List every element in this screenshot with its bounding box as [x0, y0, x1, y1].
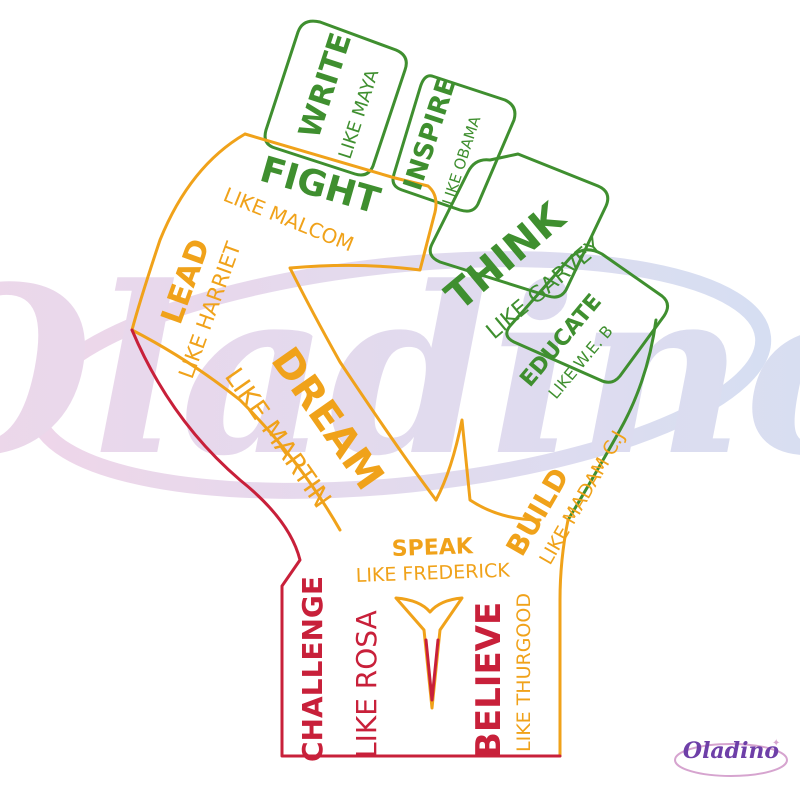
- wrist-v-inner: [424, 638, 440, 702]
- thumb-outline: [288, 176, 438, 502]
- finger-write-outline: [263, 19, 408, 177]
- finger-educate-outline: [505, 248, 669, 384]
- word-group-write: WRITE LIKE MAYA: [292, 29, 383, 162]
- word-challenge: CHALLENGE: [296, 576, 329, 762]
- word-group-inspire: INSPIRE LIKE OBAMA: [398, 74, 484, 207]
- wrist-v-outline: [394, 596, 464, 710]
- palm-left-outline: [130, 132, 397, 532]
- word-group-challenge: CHALLENGE LIKE ROSA: [296, 576, 383, 762]
- finger-think-outline: [428, 152, 610, 299]
- wrist-left-outline: [130, 328, 562, 758]
- word-believe: BELIEVE: [469, 602, 509, 758]
- word-challenge-like: LIKE ROSA: [350, 610, 383, 758]
- logo-swoosh: [674, 743, 788, 777]
- logo-text: Oladino: [682, 738, 780, 764]
- wrist-right-outline: [558, 518, 570, 758]
- watermark-text: Oladino: [0, 237, 800, 507]
- watermark: Oladino: [0, 237, 800, 507]
- word-group-speak: SPEAK LIKE FREDERICK: [355, 534, 510, 587]
- palm-right-outline: [566, 318, 658, 522]
- word-believe-like: LIKE THURGOOD: [513, 593, 535, 752]
- logo-star-icon: ✦: [772, 738, 780, 749]
- finger-fold-outline: [434, 418, 542, 522]
- word-speak: SPEAK: [391, 534, 474, 562]
- word-speak-like: LIKE FREDERICK: [355, 560, 510, 587]
- finger-inspire-outline: [391, 74, 517, 213]
- fist-outline: [130, 19, 669, 758]
- brand-logo: ✦ Oladino: [672, 732, 790, 786]
- word-group-believe: BELIEVE LIKE THURGOOD: [469, 593, 535, 758]
